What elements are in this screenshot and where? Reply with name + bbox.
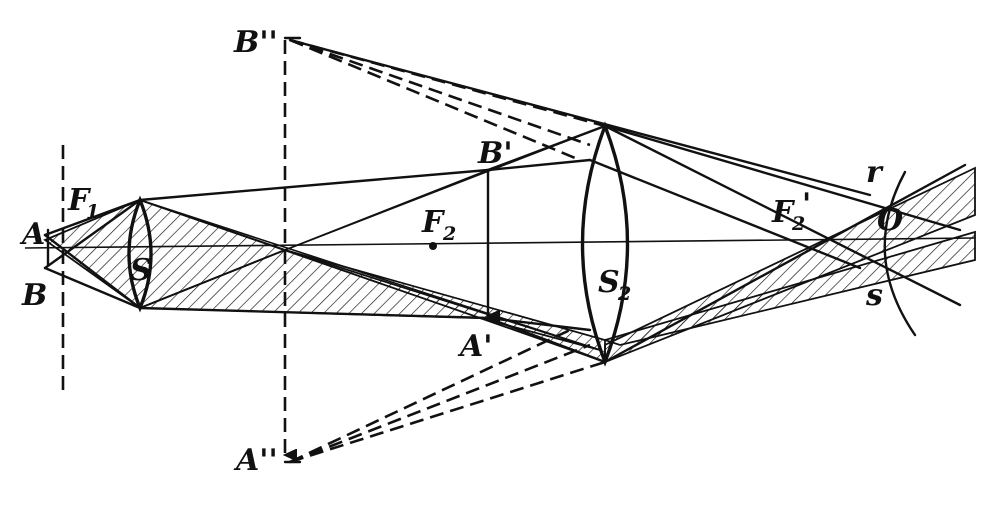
label-f2: F xyxy=(421,205,446,240)
beam-exit-lower xyxy=(601,230,976,346)
label-f1-sub: 1 xyxy=(86,201,99,223)
label-b: B xyxy=(21,278,47,313)
ray-obj-bot-to-aprime xyxy=(138,306,490,320)
label-s: s xyxy=(865,278,883,313)
eye-pupil-arc xyxy=(883,170,917,337)
construct-b-solid xyxy=(288,38,872,197)
construct-a-2 xyxy=(289,343,591,464)
ray-aprime-to-lens-mid xyxy=(486,316,592,332)
label-s2: S xyxy=(598,265,620,300)
exit-ray-3 xyxy=(588,158,862,270)
exit-ray-2 xyxy=(603,124,962,307)
construct-b-2 xyxy=(289,38,591,147)
label-f2-prime: F xyxy=(771,195,796,230)
label-f2-prime-mark: ' xyxy=(802,187,811,222)
ray-cross-1 xyxy=(139,199,601,351)
eyepiece-lens xyxy=(580,121,630,367)
construct-a-3 xyxy=(289,328,571,464)
label-o: O xyxy=(877,203,903,238)
exit-ray-1 xyxy=(603,124,962,232)
label-f2-sub: 2 xyxy=(442,223,456,245)
label-a-prime: A' xyxy=(457,329,492,364)
f2-point xyxy=(429,242,437,250)
ray-bprime-to-lens-mid xyxy=(486,158,592,172)
construct-a-1 xyxy=(289,360,606,464)
label-r: r xyxy=(866,155,884,190)
label-s2-sub: 2 xyxy=(617,283,631,305)
label-s1: S xyxy=(130,253,152,288)
label-a: A xyxy=(19,217,45,252)
exit-ray-4 xyxy=(603,163,967,364)
label-b-double: B'' xyxy=(233,25,278,60)
ray-b-top xyxy=(43,198,142,270)
ray-obj-top-to-bprime xyxy=(138,168,490,202)
label-f2-prime-sub: 2 xyxy=(791,213,805,235)
ray-obj-to-bprime-2 xyxy=(284,125,606,251)
label-a-double: A'' xyxy=(233,443,278,478)
ray-a-top xyxy=(43,198,142,237)
ray-a-bottom xyxy=(43,233,142,310)
label-b-prime: B' xyxy=(477,136,513,171)
ray-b-bottom xyxy=(43,266,142,310)
label-f1: F xyxy=(67,183,92,218)
construct-b-3 xyxy=(289,38,581,162)
